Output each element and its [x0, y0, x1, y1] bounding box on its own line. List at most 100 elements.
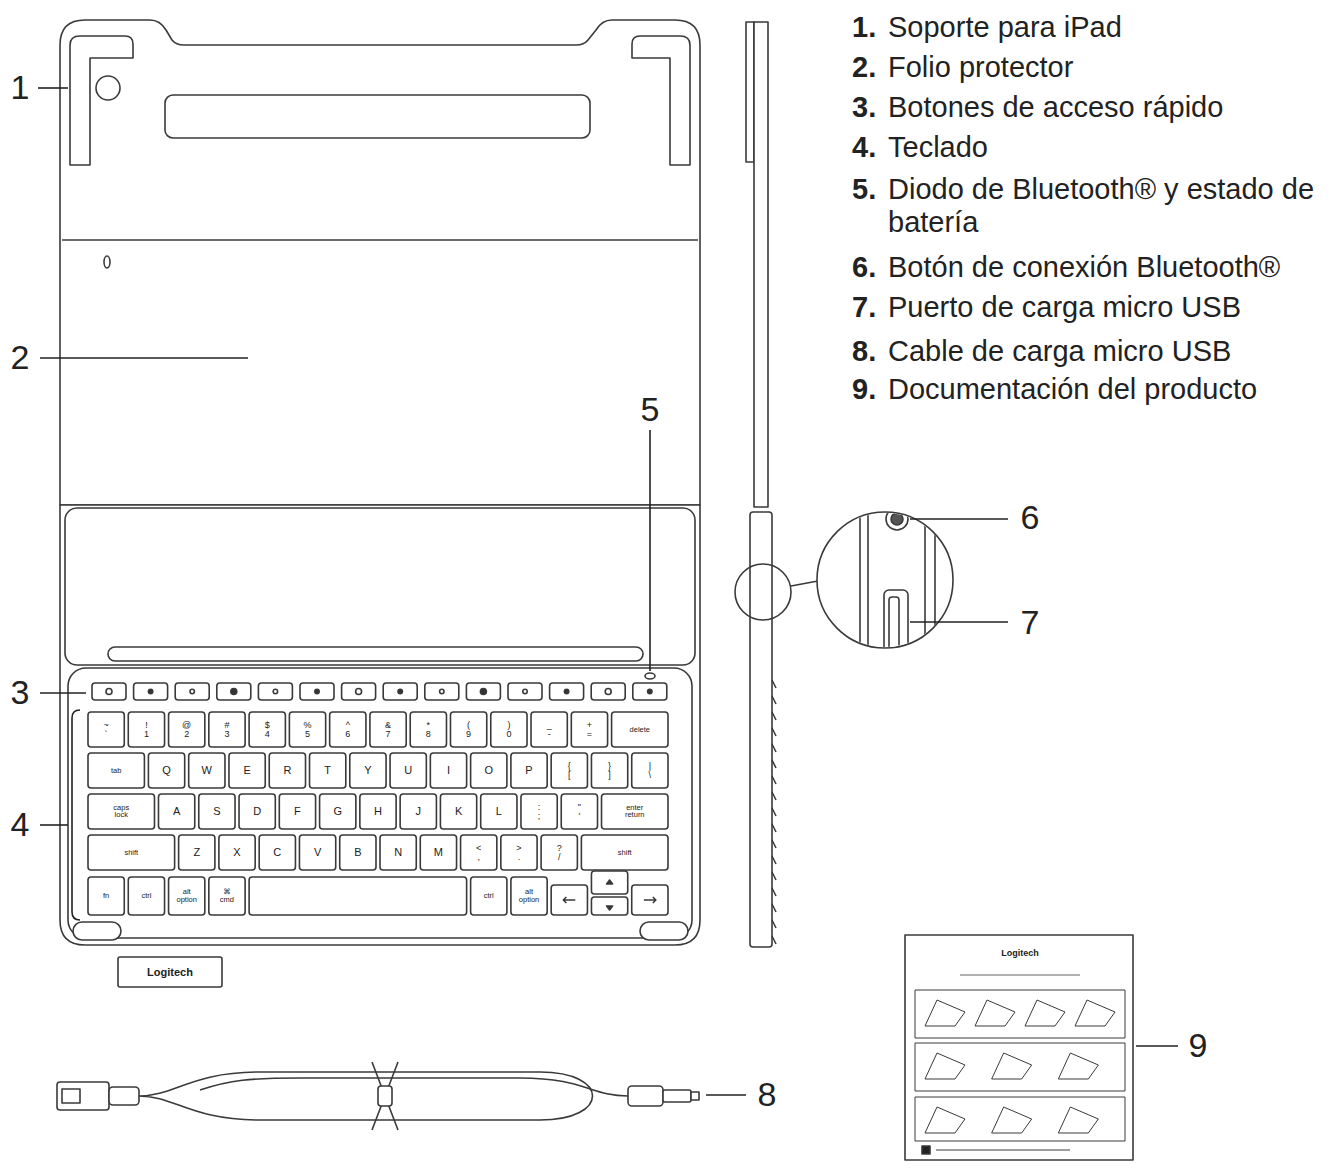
- key-legend: G: [333, 806, 342, 818]
- key: [571, 712, 607, 747]
- hotkey: [383, 683, 417, 700]
- key-legend: $ 4: [265, 720, 270, 739]
- key-legend: ctrl: [484, 892, 494, 900]
- key: [128, 712, 164, 747]
- key: [128, 877, 164, 915]
- side-key: [772, 872, 776, 880]
- key-legend: < ,: [476, 843, 481, 862]
- key: [169, 712, 205, 747]
- key: [88, 877, 124, 915]
- key-legend: U: [404, 765, 412, 777]
- key-legend: V: [314, 847, 321, 859]
- key: [148, 753, 184, 788]
- micro-usb-tip: [663, 1090, 691, 1102]
- hotkey-icon: [480, 689, 486, 695]
- key: [88, 835, 175, 870]
- key: [229, 753, 265, 788]
- key-legend: I: [447, 765, 450, 777]
- hotkey: [550, 683, 584, 700]
- key: [450, 712, 486, 747]
- list-number: 6.: [852, 251, 876, 284]
- key-legend: C: [273, 847, 281, 859]
- callout-number: 8: [758, 1075, 777, 1114]
- key: [249, 712, 285, 747]
- key: [461, 835, 497, 870]
- key-legend: ctrl: [141, 892, 151, 900]
- hotkey: [258, 683, 292, 700]
- key: [581, 835, 668, 870]
- key-legend: ? /: [557, 843, 562, 862]
- callout-number: 3: [11, 673, 30, 712]
- strain-relief: [109, 1087, 139, 1105]
- micro-usb-plug: [628, 1086, 663, 1106]
- key-legend: tab: [111, 767, 121, 775]
- key: [320, 794, 356, 829]
- zoom-link: [791, 581, 818, 586]
- key: [179, 835, 215, 870]
- hotkey: [175, 683, 209, 700]
- key-legend: * 8: [426, 720, 431, 739]
- key: [219, 835, 255, 870]
- magnet-mark: [104, 256, 110, 268]
- leader-line: [40, 824, 68, 826]
- key: [88, 794, 154, 829]
- list-number: 9.: [852, 373, 876, 406]
- key: [209, 712, 245, 747]
- hotkey-icon: [231, 689, 237, 695]
- part-name: Documentación del producto: [888, 373, 1257, 406]
- side-key: [772, 712, 776, 720]
- cable-tie: [378, 1086, 392, 1106]
- hotkey-icon: [315, 689, 319, 693]
- ipad-holder: [632, 36, 690, 165]
- key: [612, 712, 668, 747]
- key-legend: ( 9: [466, 720, 471, 739]
- side-key: [772, 904, 776, 912]
- usb-a-plug: [57, 1082, 109, 1110]
- case-edge: [859, 500, 861, 660]
- side-flap: [746, 22, 754, 162]
- key: [259, 835, 295, 870]
- key-legend: ~ `: [103, 720, 108, 739]
- hotkey: [342, 683, 376, 700]
- key-legend: shift: [124, 849, 138, 857]
- side-key: [772, 696, 776, 704]
- part-name: Cable de carga micro USB: [888, 335, 1231, 368]
- side-folio: [754, 22, 768, 507]
- key-legend: Q: [162, 765, 171, 777]
- key-legend: @ 2: [182, 720, 191, 739]
- key-legend: L: [496, 806, 502, 818]
- case-edge: [924, 500, 926, 660]
- case-edge: [867, 500, 869, 660]
- key: [158, 794, 194, 829]
- key-legend: & 7: [385, 720, 391, 739]
- key-legend: Z: [193, 847, 200, 859]
- key-legend: ⌘ cmd: [220, 888, 234, 904]
- hotkey: [217, 683, 251, 700]
- key-legend: ^ 6: [345, 720, 350, 739]
- arrow-key: [591, 897, 627, 915]
- usb-a-tongue: [62, 1089, 80, 1103]
- hotkey: [92, 683, 126, 700]
- usb-port-inner: [889, 597, 899, 657]
- hotkey: [134, 683, 168, 700]
- hotkey-icon: [564, 689, 568, 693]
- list-number: 1.: [852, 11, 876, 44]
- key: [239, 794, 275, 829]
- stand-slot: [165, 95, 590, 138]
- key: [430, 753, 466, 788]
- cable: [200, 1078, 628, 1096]
- hotkey-icon: [648, 689, 652, 693]
- logo-tab: [118, 957, 222, 987]
- doc-figure: [1058, 1053, 1098, 1079]
- doc-figure: [925, 1107, 965, 1133]
- key-legend: } ]: [608, 761, 611, 780]
- key: [310, 753, 346, 788]
- hotkey-icon: [440, 689, 444, 693]
- key-legend: # 3: [224, 720, 229, 739]
- callout-number: 9: [1189, 1026, 1208, 1065]
- key-legend: X: [233, 847, 240, 859]
- hotkey-icon: [605, 689, 611, 695]
- arrow-key: [591, 871, 627, 894]
- key-legend: R: [283, 765, 291, 777]
- key-legend: fn: [103, 892, 109, 900]
